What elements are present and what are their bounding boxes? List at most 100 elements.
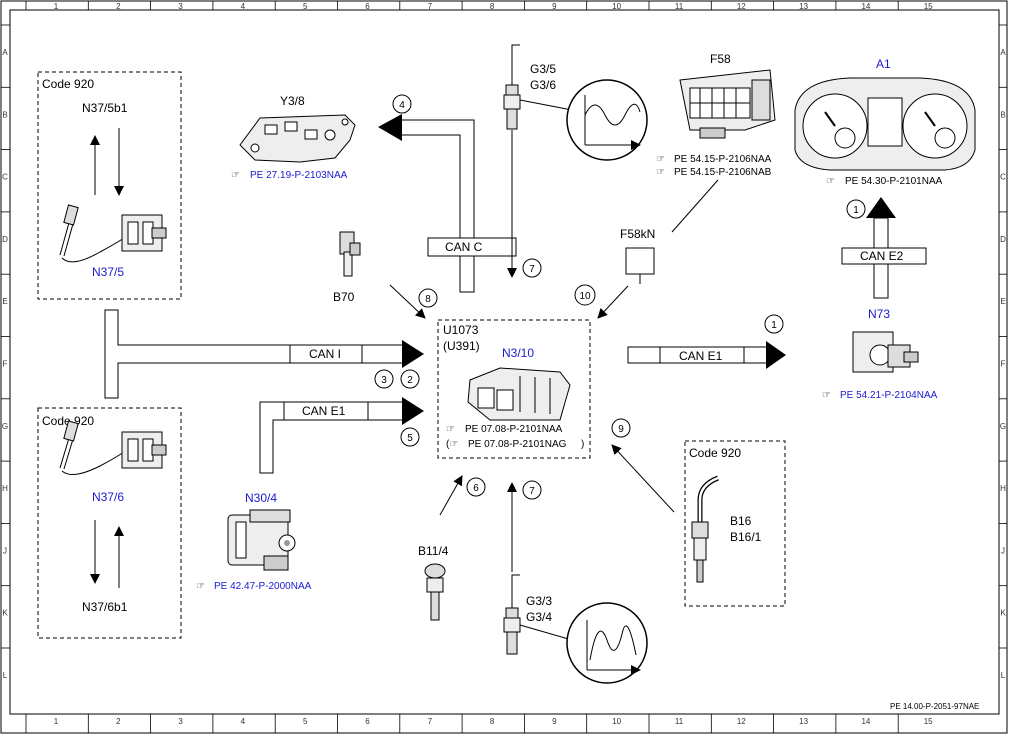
marker-8: 8	[418, 288, 438, 308]
grid-column-label: 8	[490, 2, 495, 11]
grid-row-label: H	[1000, 484, 1006, 493]
can-e1-right-label: CAN E1	[679, 349, 723, 363]
ecu-icon	[467, 367, 571, 421]
crankshaft-sensor-icon	[339, 231, 361, 277]
grid-column-label: 9	[552, 717, 557, 726]
can-i-bus: CAN I	[104, 309, 424, 399]
grid-column-label: 13	[799, 717, 808, 726]
marker-1-right: 1	[764, 314, 784, 334]
grid-row-label: J	[1001, 546, 1005, 555]
grid-column-label: 15	[924, 717, 933, 726]
grid-column-label: 10	[612, 717, 621, 726]
grid-column-label: 7	[428, 2, 433, 11]
grid-row-label: E	[1000, 297, 1005, 306]
manual-icon: ☞	[822, 390, 831, 401]
g3-5-label: G3/5	[530, 62, 556, 76]
grid-row-label: G	[2, 422, 8, 431]
b11-4-label: B11/4	[418, 544, 449, 558]
relay-icon	[625, 247, 655, 275]
marker-4: 4	[392, 94, 412, 114]
grid-column-label: 14	[861, 2, 870, 11]
can-e1-left-label: CAN E1	[302, 404, 346, 418]
grid-column-label: 15	[924, 2, 933, 11]
grid-row-label: B	[1000, 110, 1005, 119]
n30-4-label: N30/4	[245, 491, 277, 505]
manual-icon: ☞	[826, 176, 835, 187]
ecu-ref2: PE 07.08-P-2101NAG	[468, 439, 567, 450]
a1-ref: PE 54.30-P-2101NAA	[845, 176, 943, 187]
svg-text:5: 5	[407, 433, 413, 444]
can-i-label: CAN I	[309, 347, 341, 361]
grid-column-label: 6	[365, 717, 370, 726]
oxygen-sensor-top-icon	[503, 44, 521, 130]
can-c-bus: CAN C	[378, 114, 517, 293]
ignition-switch-icon	[852, 331, 919, 373]
code920-top-block: Code 920 N37/5b1 N37/5	[37, 71, 182, 300]
document-reference: PE 14.00-P-2051-97NAE	[890, 702, 979, 711]
can-e2-label: CAN E2	[860, 249, 904, 263]
code920-bottom-block: Code 920 N37/6 N37/6b1	[37, 407, 182, 639]
n73-ref: PE 54.21-P-2104NAA	[840, 390, 938, 401]
manual-icon: ☞	[231, 170, 240, 181]
grid-column-label: 4	[241, 717, 246, 726]
grid-column-label: 2	[116, 717, 121, 726]
engine-control-unit-block: U1073 (U391) N3/10 ☞ PE 07.08-P-2101NAA …	[437, 319, 591, 459]
grid-column-label: 3	[178, 2, 183, 11]
svg-text:7: 7	[529, 264, 535, 275]
manual-icon: ☞	[656, 154, 665, 165]
g3-6-label-text: G3/6	[530, 78, 556, 92]
y3-8-label: Y3/8	[280, 94, 305, 108]
svg-text:10: 10	[579, 291, 591, 302]
b16-label: B16	[730, 514, 752, 528]
grid-row-label: J	[3, 546, 7, 555]
grid-row-label: F	[3, 360, 8, 369]
n37-5-label: N37/5	[92, 265, 124, 279]
n3-10-label: N3/10	[502, 346, 534, 360]
fuse-box-icon	[679, 69, 776, 139]
valve-body-icon	[239, 114, 356, 163]
grid-row-label: K	[1000, 609, 1006, 618]
oxygen-sensor-bottom-icon	[503, 574, 521, 655]
n37-5b1-label: N37/5b1	[82, 101, 128, 115]
grid-column-label: 1	[54, 717, 59, 726]
signal-scope-top	[566, 79, 648, 161]
f58-ref1: PE 54.15-P-2106NAA	[674, 154, 772, 165]
temperature-sensor-icon	[59, 204, 167, 263]
grid-row-label: D	[2, 235, 8, 244]
grid-column-label: 3	[178, 717, 183, 726]
grid-column-label: 12	[737, 717, 746, 726]
grid-column-label: 2	[116, 2, 121, 11]
marker-7-top: 7	[522, 258, 542, 278]
ecu-ref2-close: )	[581, 439, 584, 450]
grid-row-label: C	[2, 173, 8, 182]
marker-7-bottom: 7	[522, 480, 542, 500]
temperature-sensor-icon	[59, 420, 167, 476]
marker-5: 5	[400, 427, 420, 447]
marker-3: 3	[374, 369, 394, 389]
grid-column-label: 14	[861, 717, 870, 726]
code920-right-title: Code 920	[689, 446, 741, 460]
grid-row-label: C	[1000, 173, 1006, 182]
g3-4-label: G3/4	[526, 610, 552, 624]
b16-1-label: B16/1	[730, 530, 762, 544]
grid-row-label: L	[1001, 671, 1006, 680]
svg-text:4: 4	[399, 100, 405, 111]
grid-column-label: 8	[490, 717, 495, 726]
can-e1-left-bus: CAN E1	[259, 397, 424, 474]
inner-frame	[9, 9, 1000, 715]
grid-column-label: 5	[303, 2, 308, 11]
grid-column-label: 5	[303, 717, 308, 726]
instrument-cluster-icon	[794, 77, 976, 171]
n37-6b1-label: N37/6b1	[82, 600, 128, 614]
grid-row-label: D	[1000, 235, 1006, 244]
grid-row-label: L	[3, 671, 8, 680]
manual-icon: ☞	[196, 581, 205, 592]
code920-right-block: Code 920 B16 B16/1	[684, 440, 786, 607]
svg-text:8: 8	[425, 294, 431, 305]
svg-text:3: 3	[381, 375, 387, 386]
a1-label: A1	[876, 57, 891, 71]
